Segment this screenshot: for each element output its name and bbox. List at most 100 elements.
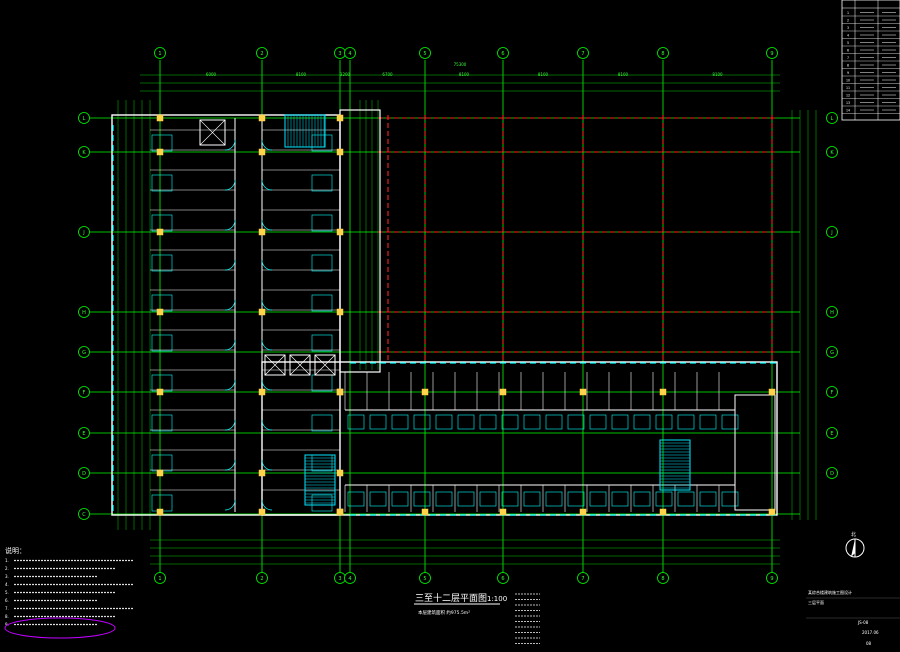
axis-bubble-left bbox=[78, 427, 90, 439]
project-name: 某综合楼建筑施工图设计 bbox=[808, 589, 852, 595]
column bbox=[156, 228, 164, 236]
door-swing bbox=[224, 379, 236, 391]
elevator-x bbox=[199, 119, 226, 146]
bathroom-fixture bbox=[435, 491, 453, 507]
axis-bubble-bottom-label: 5 bbox=[423, 576, 426, 582]
bathroom-fixture bbox=[311, 294, 333, 312]
dim-bay: 8100 bbox=[296, 72, 307, 77]
door-swing bbox=[224, 179, 236, 191]
axis-bubble-left bbox=[78, 146, 90, 158]
bathroom-fixture bbox=[501, 414, 519, 430]
legend-row-number: 13 bbox=[846, 101, 850, 105]
notes-heading: 说明： bbox=[5, 546, 26, 555]
legend-row-number: 5 bbox=[847, 41, 849, 45]
column bbox=[336, 114, 344, 122]
axis-bubble-top bbox=[657, 47, 669, 59]
column bbox=[336, 508, 344, 516]
column bbox=[499, 388, 507, 396]
axis-bubble-right-label: E bbox=[830, 431, 833, 437]
bathroom-fixture bbox=[457, 414, 475, 430]
bathroom-fixture bbox=[633, 414, 651, 430]
axis-bubble-right-label: J bbox=[830, 230, 832, 236]
note-number: 8. bbox=[5, 614, 9, 619]
elevator-shaft bbox=[289, 354, 311, 376]
axis-bubble-top-label: 2 bbox=[260, 51, 263, 57]
drawing-title: 三至十二层平面图 bbox=[415, 592, 487, 604]
door-swing bbox=[261, 259, 273, 271]
bathroom-fixture bbox=[311, 334, 333, 352]
bathroom-fixture bbox=[479, 414, 497, 430]
axis-bubble-right-label: K bbox=[830, 150, 834, 156]
door-swing bbox=[224, 219, 236, 231]
bathroom-fixture bbox=[413, 414, 431, 430]
axis-bubble-bottom bbox=[497, 572, 509, 584]
axis-bubble-left-label: K bbox=[82, 150, 86, 156]
axis-bubble-left bbox=[78, 306, 90, 318]
axis-bubble-left-label: F bbox=[83, 390, 86, 396]
axis-bubble-bottom-label: 7 bbox=[581, 576, 584, 582]
axis-bubble-bottom-label: 3 bbox=[338, 576, 341, 582]
door-swing bbox=[261, 379, 273, 391]
note-number: 3. bbox=[5, 574, 9, 579]
bathroom-fixture bbox=[501, 491, 519, 507]
bathroom-fixture bbox=[151, 254, 173, 272]
dim-bay: 8100 bbox=[712, 72, 723, 77]
title-block: 某综合楼建筑施工图设计 三层平面 JS-08 2017.06 08 bbox=[808, 589, 879, 646]
column bbox=[579, 508, 587, 516]
door-swing bbox=[224, 419, 236, 431]
axis-bubble-left bbox=[78, 226, 90, 238]
bathroom-fixture bbox=[721, 491, 739, 507]
note-number: 6. bbox=[5, 598, 9, 603]
rooms bbox=[112, 114, 776, 516]
door-swing bbox=[224, 299, 236, 311]
column bbox=[258, 114, 266, 122]
axis-bubble-left bbox=[78, 508, 90, 520]
bathroom-fixture bbox=[479, 491, 497, 507]
legend-row-number: 10 bbox=[846, 79, 850, 83]
dim-bay: 8100 bbox=[459, 72, 470, 77]
axis-bubble-right-label: H bbox=[830, 310, 834, 316]
bathroom-fixture bbox=[151, 134, 173, 152]
axis-bubble-bottom bbox=[657, 572, 669, 584]
axis-bubble-top bbox=[577, 47, 589, 59]
note-number: 2. bbox=[5, 566, 9, 571]
demolition-grid bbox=[378, 115, 778, 362]
axis-bubble-left bbox=[78, 112, 90, 124]
legend-row-number: 4 bbox=[847, 34, 849, 38]
bathroom-fixture bbox=[699, 491, 717, 507]
legend-row-number: 9 bbox=[847, 71, 849, 75]
bathroom-fixture bbox=[523, 414, 541, 430]
axis-bubble-left bbox=[78, 346, 90, 358]
bathroom-fixture bbox=[567, 414, 585, 430]
stair-north bbox=[284, 114, 326, 148]
door-swing bbox=[224, 139, 236, 151]
door-swing bbox=[261, 139, 273, 151]
axis-bubble-right bbox=[826, 427, 838, 439]
bathroom-fixture bbox=[413, 491, 431, 507]
column bbox=[499, 508, 507, 516]
bathroom-fixture bbox=[391, 414, 409, 430]
area-list bbox=[515, 593, 540, 644]
east-service-room bbox=[734, 394, 776, 511]
dim-bay: 6700 bbox=[382, 72, 393, 77]
axis-bubble-right bbox=[826, 386, 838, 398]
column bbox=[258, 388, 266, 396]
elevator-shaft bbox=[264, 354, 286, 376]
elevator-x bbox=[264, 354, 286, 376]
axis-bubble-left-label: L bbox=[83, 116, 86, 122]
core-outline bbox=[339, 109, 381, 373]
note-number: 1. bbox=[5, 558, 9, 563]
door-swing bbox=[261, 339, 273, 351]
axis-bubble-top bbox=[344, 47, 356, 59]
bathroom-fixture bbox=[523, 491, 541, 507]
dim-overall: 75300 bbox=[454, 62, 467, 67]
axis-bubble-right bbox=[826, 112, 838, 124]
door-swing bbox=[224, 459, 236, 471]
columns bbox=[156, 114, 776, 516]
dim-bay: 3200 bbox=[340, 72, 351, 77]
bathroom-fixture bbox=[435, 414, 453, 430]
bathroom-fixture bbox=[545, 414, 563, 430]
axis-bubble-bottom bbox=[154, 572, 166, 584]
